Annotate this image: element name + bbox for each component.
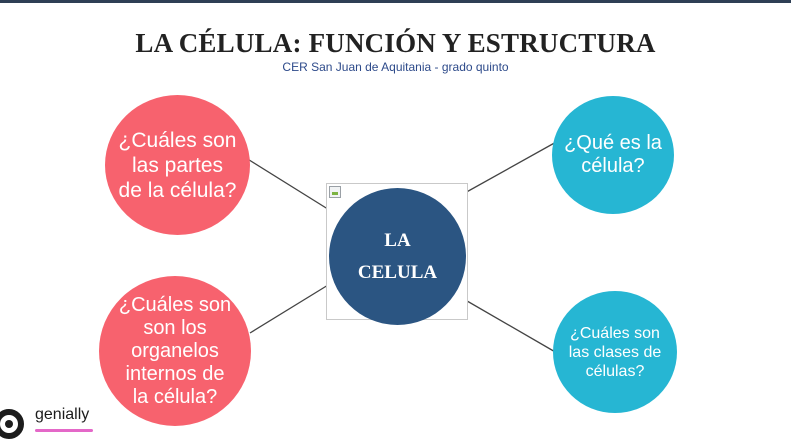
node-text-line: las partes: [131, 153, 224, 177]
center-node-line-2: CELULA: [357, 261, 438, 283]
node-text-line: internos de: [125, 362, 225, 385]
center-node-la-celula[interactable]: LA CELULA: [329, 188, 466, 325]
node-text-line: de la célula?: [118, 178, 237, 202]
connector-organelles: [249, 281, 334, 334]
connector-parts: [245, 157, 340, 217]
node-parts-of-cell[interactable]: ¿Cuáles son las partes de la célula?: [105, 95, 250, 235]
node-text-line: ¿Cuáles son: [118, 128, 237, 152]
node-text-line: ¿Qué es la: [564, 132, 662, 154]
genially-logo-icon: [0, 409, 24, 439]
node-text-line: las clases de: [568, 343, 662, 361]
node-what-is-cell[interactable]: ¿Qué es la célula?: [552, 96, 674, 214]
node-text-line: célula?: [581, 155, 645, 177]
top-border: [0, 0, 791, 3]
node-text-line: ¿Cuáles son: [118, 293, 232, 316]
node-text-line: ¿Cuáles son: [570, 324, 660, 342]
node-internal-organelles[interactable]: ¿Cuáles son son los organelos internos d…: [99, 276, 251, 426]
center-node-line-1: LA: [384, 229, 411, 251]
node-text-line: organelos: [131, 339, 219, 362]
node-text-line: son los: [143, 316, 207, 339]
page-subtitle: CER San Juan de Aquitania - grado quinto: [282, 60, 509, 74]
node-text-line: células?: [585, 362, 645, 380]
logo-underline: [35, 429, 93, 432]
node-text-line: la célula?: [132, 385, 218, 408]
broken-image-icon: [329, 186, 341, 198]
logo-text: genially: [35, 406, 90, 423]
genially-logo[interactable]: genially: [0, 401, 120, 439]
page-title: LA CÉLULA: FUNCIÓN Y ESTRUCTURA: [135, 28, 656, 58]
connector-classes: [454, 293, 558, 354]
node-cell-classes[interactable]: ¿Cuáles son las clases de células?: [553, 291, 677, 413]
